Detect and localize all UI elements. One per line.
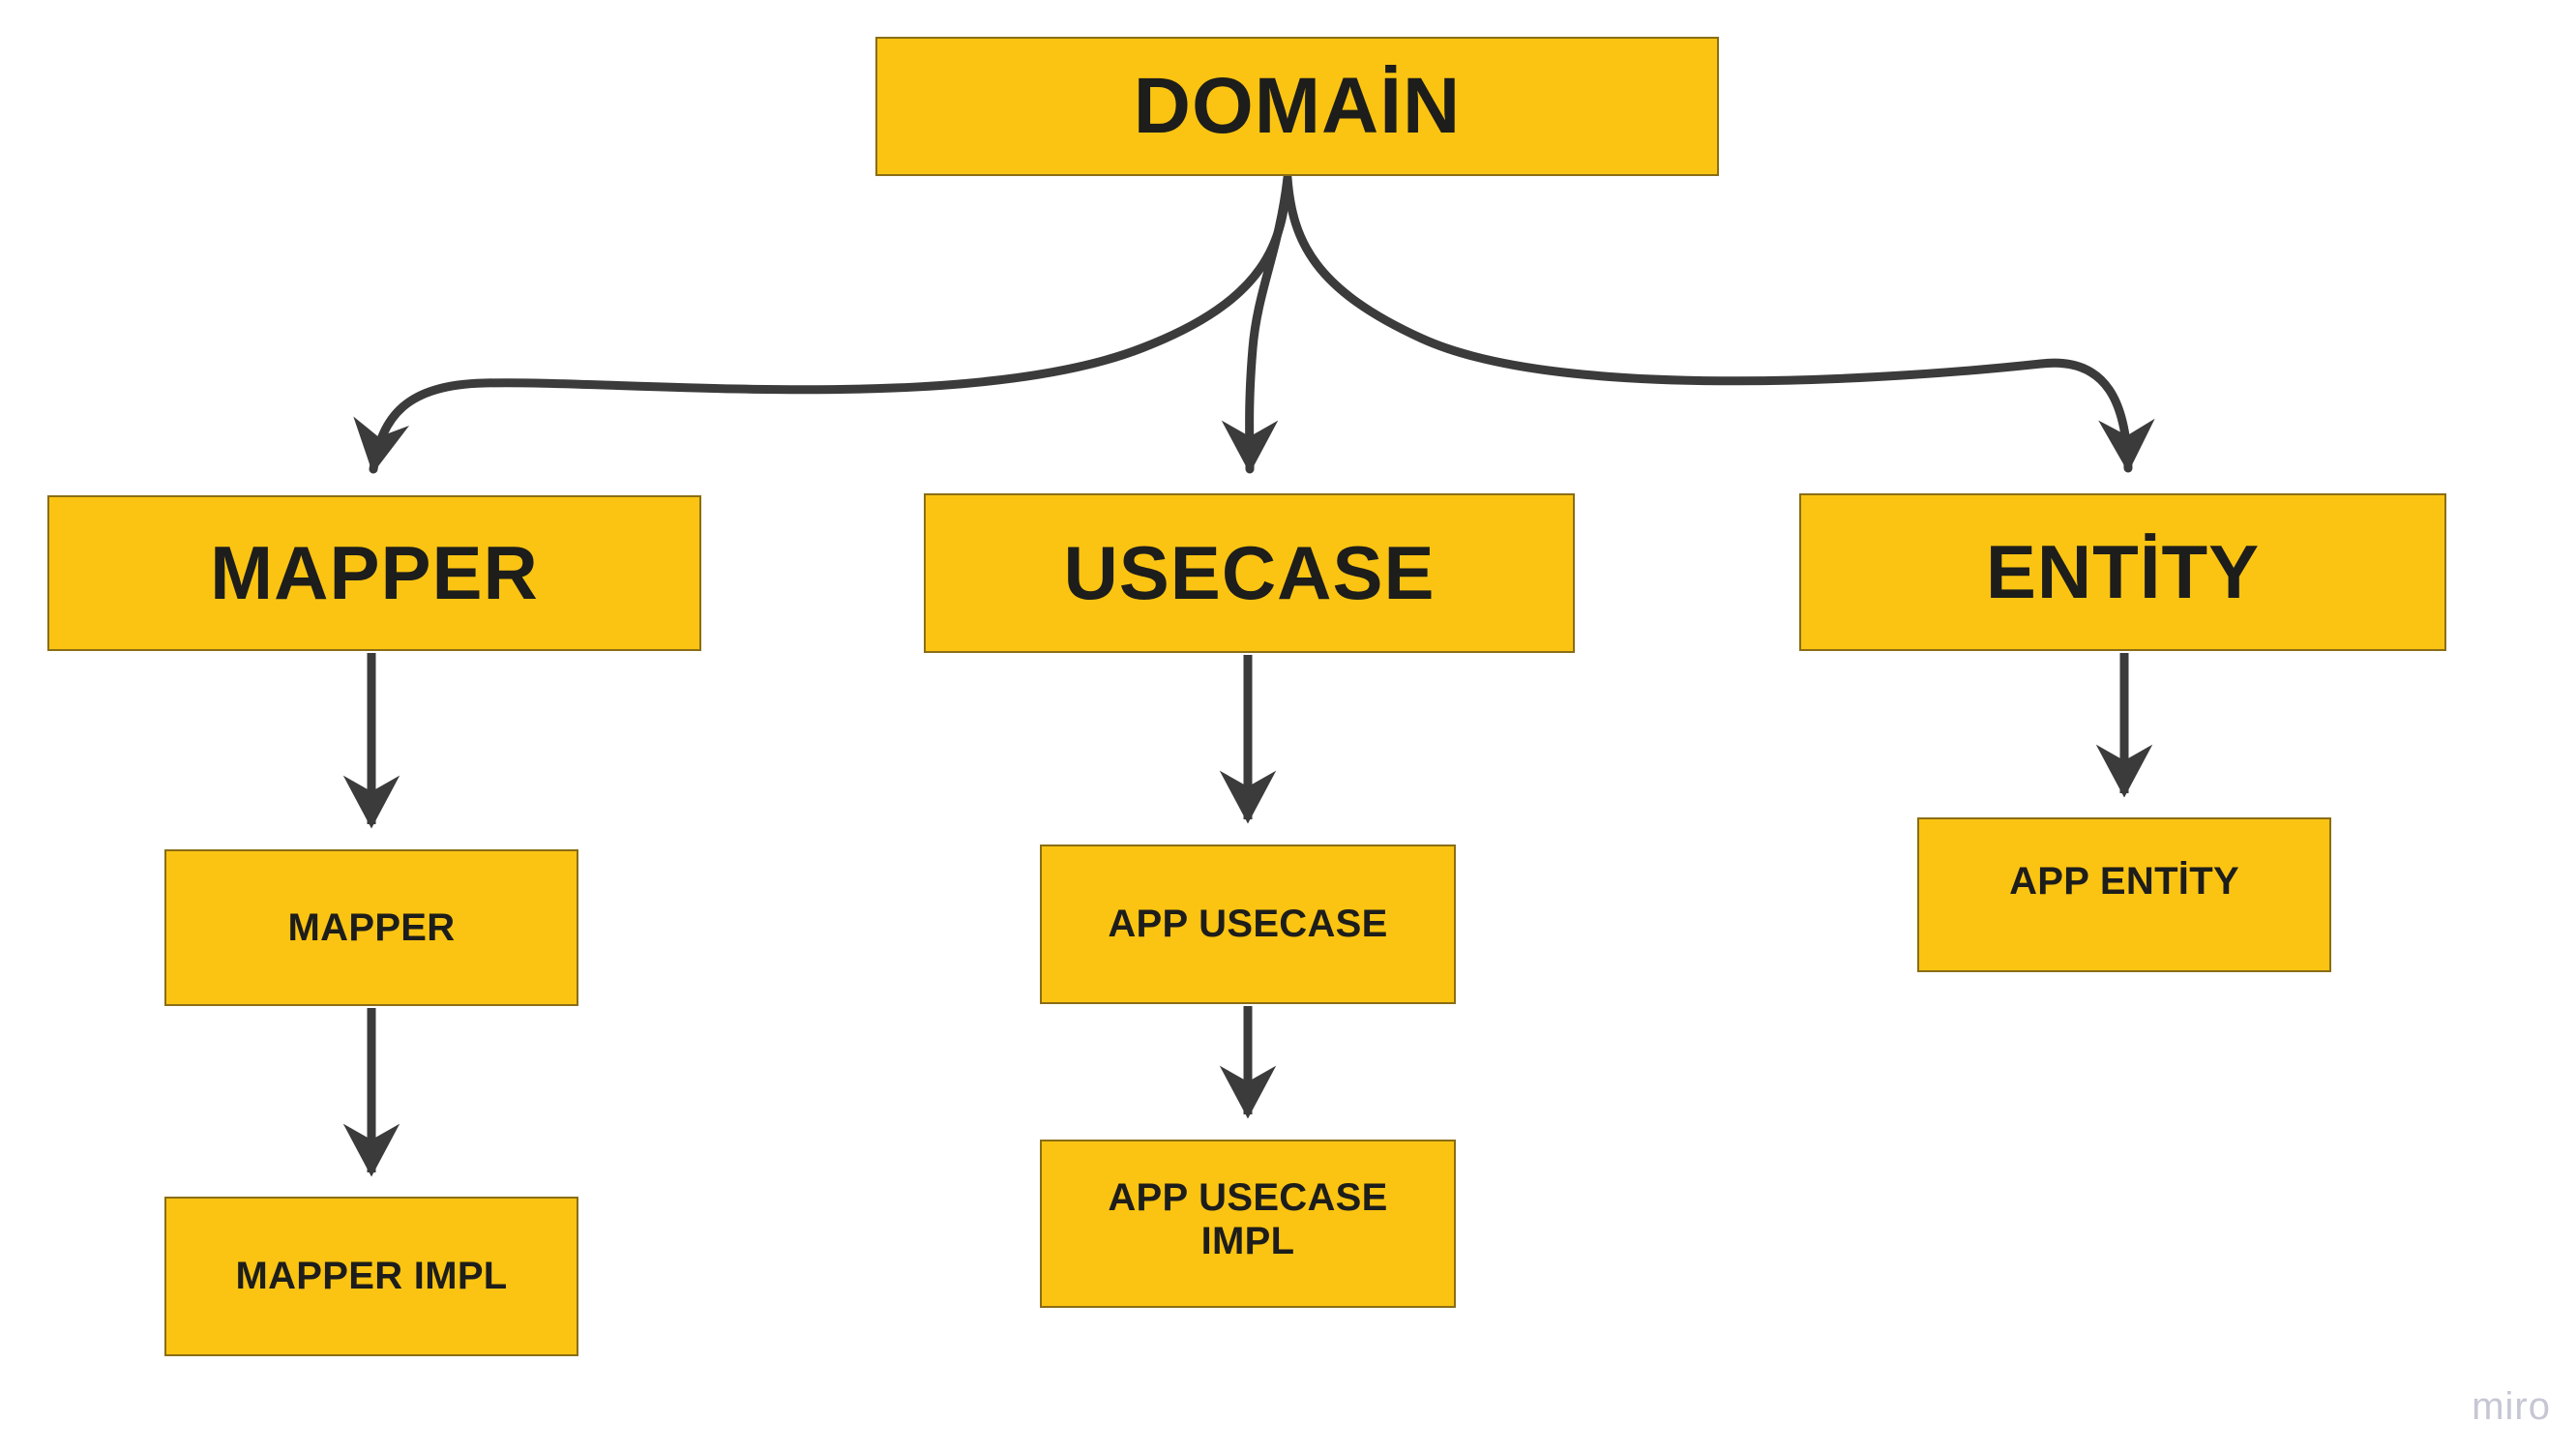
node-mapper-label: MAPPER (210, 529, 539, 615)
node-app-usecase-label: APP USECASE (1108, 903, 1388, 946)
node-mapper-impl[interactable]: MAPPER IMPL (164, 1197, 578, 1356)
node-domain[interactable]: DOMAİN (875, 37, 1719, 176)
node-app-usecase-impl[interactable]: APP USECASE IMPL (1040, 1140, 1456, 1308)
node-domain-label: DOMAİN (1133, 62, 1462, 151)
node-entity[interactable]: ENTİTY (1799, 493, 2446, 651)
node-app-entity-label: APP ENTİTY (2009, 860, 2239, 903)
node-app-usecase[interactable]: APP USECASE (1040, 845, 1456, 1004)
node-app-usecase-impl-label: APP USECASE IMPL (1108, 1176, 1388, 1262)
node-mapper[interactable]: MAPPER (47, 495, 701, 651)
node-entity-label: ENTİTY (1985, 528, 2261, 614)
node-app-entity[interactable]: APP ENTİTY (1917, 817, 2331, 972)
node-mapper-impl-label: MAPPER IMPL (235, 1255, 508, 1298)
node-mapper-child[interactable]: MAPPER (164, 849, 578, 1006)
edge-domain-to-usecase (1221, 173, 1292, 474)
node-mapper-child-label: MAPPER (287, 905, 456, 949)
node-usecase[interactable]: USECASE (924, 493, 1575, 653)
edge-domain-to-mapper (353, 173, 1292, 474)
node-usecase-label: USECASE (1063, 529, 1436, 615)
edge-domain-to-entity (1283, 173, 2155, 473)
miro-watermark: miro (2472, 1385, 2551, 1428)
